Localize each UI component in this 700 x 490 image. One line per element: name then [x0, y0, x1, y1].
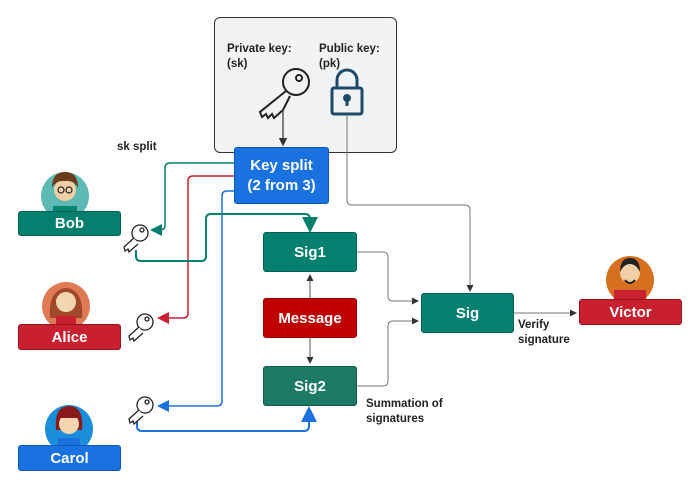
- carol-key-icon: [128, 396, 154, 426]
- alice-share-line: [157, 175, 234, 324]
- verify-line1: Verify: [518, 319, 550, 331]
- pk-arrow: [346, 115, 474, 292]
- message-node[interactable]: Message: [263, 298, 357, 338]
- bob-share-line: [150, 162, 234, 236]
- key-split-line1: Key split: [250, 156, 313, 174]
- sig1-node[interactable]: Sig1: [263, 232, 357, 272]
- carol-avatar: [45, 405, 93, 453]
- carol-to-sig2-line: [136, 406, 317, 432]
- private-key-label-text: Private key:: [227, 43, 292, 55]
- bob-nametag[interactable]: Bob: [18, 211, 121, 236]
- bob-to-sig1-line: [135, 213, 318, 262]
- sig-node[interactable]: Sig: [421, 293, 514, 333]
- victor-avatar: [606, 256, 654, 304]
- alice-nametag[interactable]: Alice: [18, 324, 121, 350]
- public-key-label: Public key: (pk): [319, 42, 380, 72]
- sig1-to-sig: [357, 251, 419, 305]
- key-split-node[interactable]: Key split (2 from 3): [234, 147, 329, 204]
- summation-label: Summation of signatures: [366, 397, 443, 427]
- private-key-icon: [258, 68, 310, 120]
- summation-line2: signatures: [366, 413, 425, 425]
- private-key-sub: (sk): [227, 58, 248, 70]
- alice-key-icon: [128, 313, 154, 343]
- summation-line1: Summation of: [366, 398, 443, 410]
- victor-nametag[interactable]: Victor: [579, 299, 682, 325]
- lock-icon: [330, 68, 364, 116]
- sig2-node[interactable]: Sig2: [263, 366, 357, 406]
- carol-nametag[interactable]: Carol: [18, 445, 121, 471]
- bob-key-icon: [123, 224, 149, 254]
- sig2-to-sig: [357, 317, 419, 387]
- verify-label: Verify signature: [518, 318, 570, 348]
- public-key-label-text: Public key:: [319, 43, 380, 55]
- carol-share-line: [157, 190, 234, 412]
- verify-line2: signature: [518, 334, 570, 346]
- private-key-label: Private key: (sk): [227, 42, 292, 72]
- alice-avatar: [42, 282, 90, 330]
- sk-split-label: sk split: [117, 141, 157, 153]
- key-split-line2: (2 from 3): [247, 176, 316, 194]
- key-box: [214, 17, 397, 153]
- public-key-sub: (pk): [319, 58, 341, 70]
